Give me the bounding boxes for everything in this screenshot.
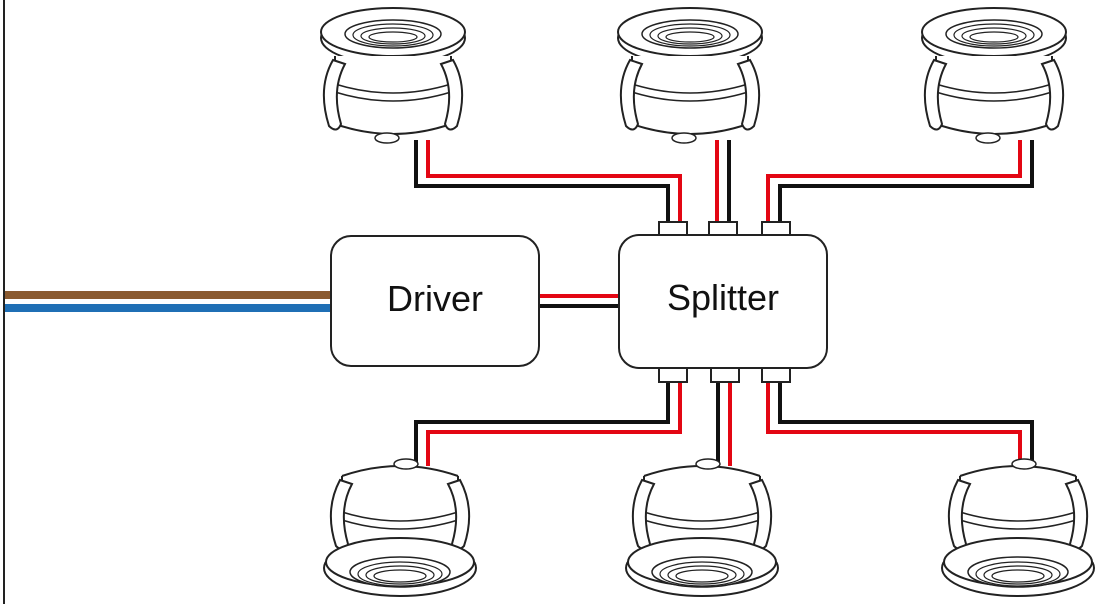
splitter-ports-bottom [658, 367, 791, 383]
downlight-bottom-right [941, 458, 1095, 597]
top-wires [414, 140, 1034, 222]
downlight-top-right [921, 7, 1067, 144]
downlight-bottom-left [323, 458, 477, 597]
downlight-top-middle [617, 7, 763, 144]
mains-cable [5, 291, 335, 312]
downlight-bottom-middle [625, 458, 779, 597]
downlight-top-left [320, 7, 466, 144]
driver-to-splitter-cable [538, 294, 620, 308]
driver-label: Driver [387, 278, 483, 319]
driver-box: Driver [330, 235, 540, 367]
splitter-box: Splitter [618, 234, 828, 369]
splitter-label: Splitter [667, 277, 779, 318]
bottom-wires [414, 382, 1034, 466]
splitter-ports-top [658, 221, 791, 237]
